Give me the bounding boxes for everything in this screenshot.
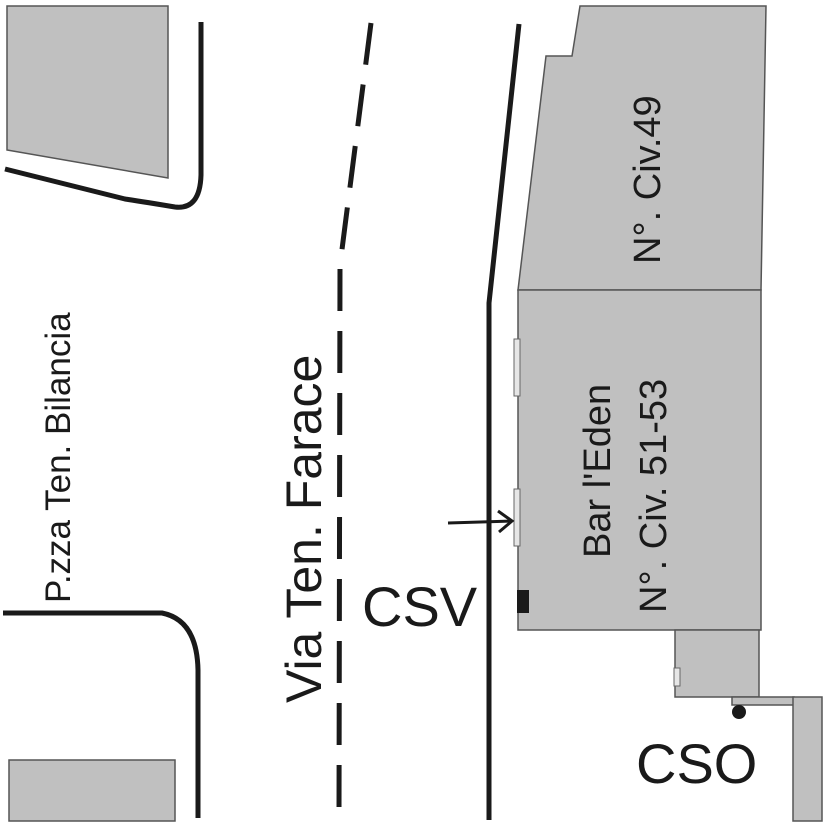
door-upper [513, 338, 521, 397]
building-bottom-left [8, 759, 176, 822]
building-strip [731, 696, 795, 706]
entrance-arrow-icon [447, 509, 515, 534]
door-annex [673, 667, 681, 687]
building-top-left [6, 5, 169, 179]
building-annex [674, 629, 760, 698]
csv-marker-icon [517, 590, 529, 613]
building-right [792, 696, 823, 822]
label-cso: CSO [636, 732, 757, 795]
road-centerline [336, 22, 374, 816]
curb-right [486, 23, 522, 820]
label-civ-49: N°. Civ.49 [627, 95, 669, 264]
label-main-street: Via Ten. Farace [276, 355, 332, 703]
door-entrance [513, 488, 521, 547]
cso-marker-icon [732, 705, 746, 719]
curb-bottom-left [3, 610, 201, 818]
label-civ-51-53: N°. Civ. 51-53 [633, 379, 675, 613]
label-csv: CSV [362, 575, 478, 638]
label-square: P.zza Ten. Bilancia [39, 312, 78, 603]
label-bar-eden: Bar l'Eden [577, 384, 619, 558]
building-civ-51-53 [517, 289, 762, 631]
curb-top-left [4, 22, 204, 210]
